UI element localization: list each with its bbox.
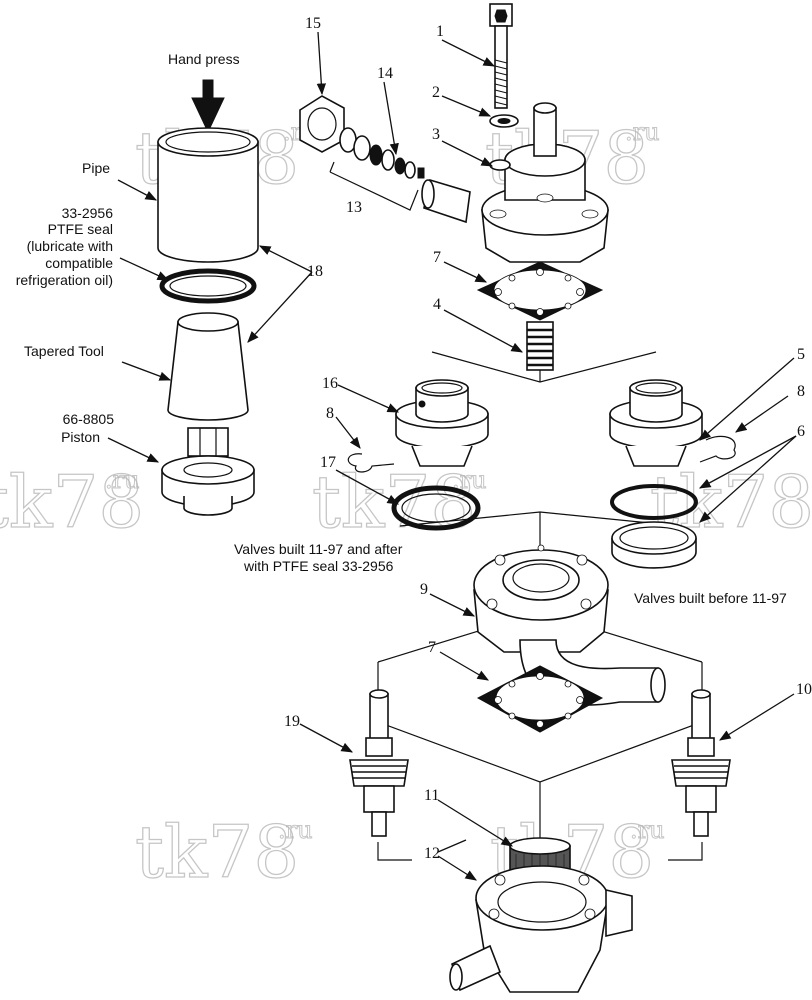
valves-after-label-line: with PTFE seal 33-2956 (243, 558, 394, 574)
watermark: tk78 (135, 810, 299, 894)
gasket-top (476, 261, 604, 321)
spring (526, 321, 554, 371)
ptfe-seal-label-line: PTFE seal (48, 221, 113, 237)
discharge-valve (395, 379, 489, 467)
callout-19: 19 (284, 713, 300, 730)
hand-press-label: Hand press (168, 51, 240, 67)
seal-ring-6 (611, 521, 697, 569)
callout-9: 9 (420, 581, 428, 598)
tapered-tool-label: Tapered Tool (24, 343, 104, 359)
callout-5: 5 (797, 346, 805, 363)
base-housing (449, 865, 633, 993)
o-ring-6 (610, 484, 698, 520)
ptfe-seal-label-line: 33-2956 (62, 205, 114, 221)
callout-8: 8 (797, 383, 805, 400)
suction-valve (609, 379, 703, 467)
callout-13: 13 (346, 199, 362, 216)
watermark-suffix: .ru (630, 816, 665, 844)
watermark-suffix: .ru (625, 118, 660, 146)
callouts: 1 2 3 7 4 5 8 6 16 8 17 9 7 19 10 11 12 … (284, 15, 812, 862)
callout-4: 4 (433, 296, 441, 313)
nut (299, 95, 345, 153)
callout-14: 14 (377, 65, 393, 82)
labels: Hand press Pipe 33-2956 PTFE seal (lubri… (16, 51, 787, 606)
callout-16: 16 (322, 375, 338, 392)
valves-after-label-line: Valves built 11-97 and after (234, 541, 403, 557)
washer (489, 114, 519, 128)
callout-2: 2 (432, 84, 440, 101)
tapered-tool (167, 312, 249, 421)
valve-body (473, 544, 666, 706)
service-fitting-left (349, 689, 409, 837)
hand-press-arrow (191, 79, 225, 134)
valves-before-label: Valves built before 11-97 (634, 590, 787, 606)
callout-7: 7 (433, 249, 441, 266)
clip-left (347, 453, 395, 473)
watermark-suffix: .ru (278, 816, 313, 844)
callout-8: 8 (326, 405, 334, 422)
gasket-lower (476, 665, 604, 733)
callout-10: 10 (796, 681, 812, 698)
service-fitting-right (671, 689, 731, 837)
ptfe-seal-ring (159, 268, 257, 304)
piston-label-line: 66-8805 (63, 411, 115, 427)
ptfe-seal-label-line: refrigeration oil) (16, 272, 113, 288)
piston (161, 427, 255, 516)
watermark: tk78 (0, 460, 144, 544)
leader-lines (107, 31, 797, 881)
piston-label-line: Piston (61, 429, 100, 445)
top-cover (421, 102, 609, 263)
pipe (157, 127, 259, 263)
callout-7: 7 (428, 639, 436, 656)
watermark-suffix: .ru (105, 466, 140, 494)
bolt (489, 3, 513, 109)
callout-17: 17 (320, 454, 336, 471)
clip-right (699, 435, 736, 463)
callout-6: 6 (797, 423, 805, 440)
ptfe-seal-label-line: compatible (45, 255, 113, 271)
seal-stack (339, 127, 425, 179)
seal-stack-bracket (329, 161, 419, 211)
callout-18: 18 (307, 263, 323, 280)
callout-12: 12 (424, 845, 440, 862)
pipe-label: Pipe (82, 160, 110, 176)
callout-1: 1 (436, 23, 444, 40)
callout-15: 15 (305, 15, 321, 32)
callout-11: 11 (424, 787, 439, 804)
seal-ring-17 (391, 485, 481, 531)
ptfe-seal-label-line: (lubricate with (27, 238, 113, 254)
callout-3: 3 (432, 126, 440, 143)
